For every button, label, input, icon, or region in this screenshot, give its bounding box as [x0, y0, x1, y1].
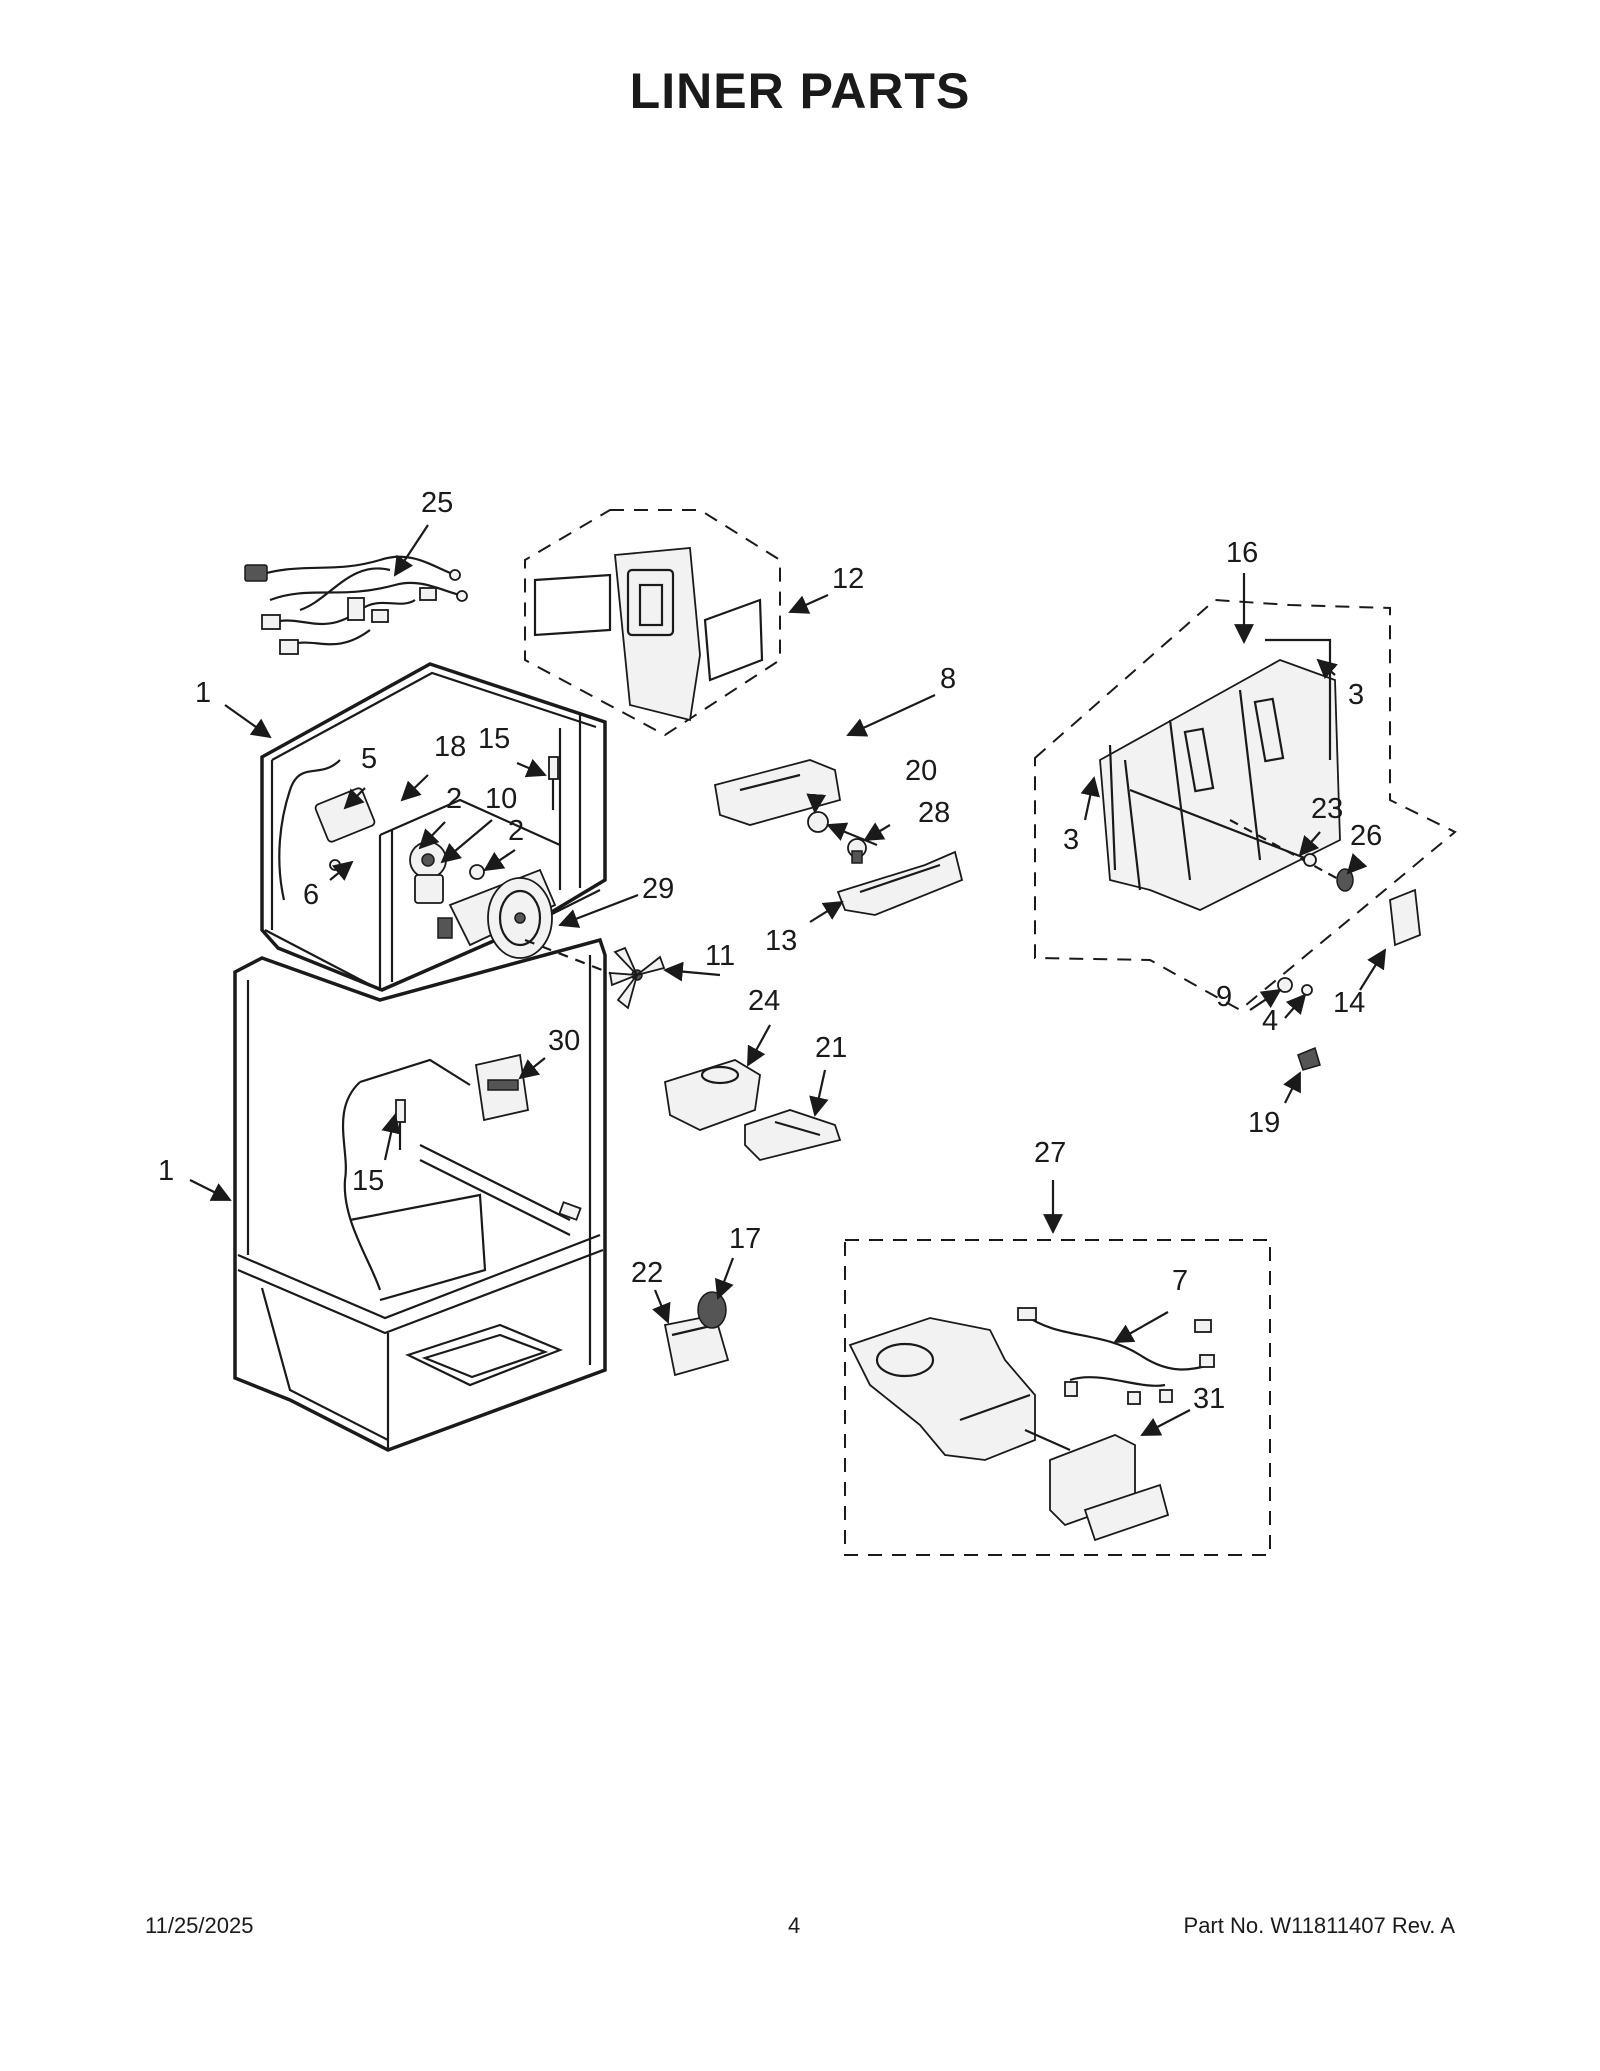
callout-4: 4	[1262, 1005, 1278, 1037]
fresh-food-liner-drawing	[233, 937, 607, 1452]
lamp-socket-drawing	[807, 811, 867, 864]
callout-20: 20	[905, 755, 937, 787]
kit-boundary-12	[524, 509, 781, 737]
control-housing-drawing	[533, 547, 764, 722]
callout-27: 27	[1034, 1137, 1066, 1169]
bracket-21-drawing	[744, 1109, 842, 1161]
callout-5: 5	[361, 743, 377, 775]
callout-14: 14	[1333, 987, 1365, 1019]
callout-24: 24	[748, 985, 780, 1017]
rear-panel-drawing	[1099, 638, 1421, 1071]
callout-15-upper: 15	[478, 723, 510, 755]
callout-15-lower: 15	[352, 1165, 384, 1197]
callout-31: 31	[1193, 1383, 1225, 1415]
callout-28: 28	[918, 797, 950, 829]
callout-10: 10	[485, 783, 517, 815]
footer-part-number: Part No. W11811407 Rev. A	[1183, 1913, 1455, 1938]
callout-12: 12	[832, 563, 864, 595]
callout-9: 9	[1216, 981, 1232, 1013]
shelf-lens-drawing	[836, 850, 964, 916]
callout-2-lower: 2	[508, 815, 524, 847]
callout-17: 17	[729, 1223, 761, 1255]
callout-26: 26	[1350, 820, 1382, 852]
callout-21: 21	[815, 1032, 847, 1064]
callout-2-upper: 2	[446, 783, 462, 815]
vent-cover-drawing	[474, 1053, 530, 1122]
callout-11: 11	[705, 940, 735, 972]
kit-boundary-27	[844, 1239, 1271, 1556]
callout-1-upper: 1	[195, 677, 211, 709]
callout-labels: 25 12 8 16 3 3 1 5 18 15 2 10 2 6 29 20 …	[158, 487, 1382, 1415]
fan-blade-drawing	[608, 946, 666, 1010]
knobs-drawing	[663, 1291, 730, 1377]
wire-harness-drawing	[244, 555, 468, 655]
callout-23: 23	[1311, 793, 1343, 825]
fan-shroud-drawing	[448, 868, 616, 977]
freezer-liner-drawing	[260, 662, 607, 992]
callout-1-lower: 1	[158, 1155, 174, 1187]
callout-29: 29	[642, 873, 674, 905]
callout-16: 16	[1226, 537, 1258, 569]
callout-6: 6	[303, 879, 319, 911]
light-lens-drawing	[713, 759, 842, 826]
leader-lines	[189, 524, 1387, 1436]
bracket-24-drawing	[663, 1059, 761, 1131]
callout-3-upper: 3	[1348, 679, 1364, 711]
thermistor-drawing	[395, 756, 559, 1150]
footer-date: 11/25/2025	[145, 1913, 254, 1938]
callout-8: 8	[940, 663, 956, 695]
callout-22: 22	[631, 1257, 663, 1289]
callout-19: 19	[1248, 1107, 1280, 1139]
callout-25: 25	[421, 487, 453, 519]
footer-page-number: 4	[788, 1913, 801, 1938]
page-title: LINER PARTS	[629, 63, 971, 119]
callout-7: 7	[1172, 1265, 1188, 1297]
callout-30: 30	[548, 1025, 580, 1057]
callout-13: 13	[765, 925, 797, 957]
kit-boundary-16	[1034, 598, 1457, 1012]
fan-motor-drawing	[314, 787, 485, 939]
ice-maker-drawing	[848, 1307, 1215, 1542]
callout-3-lower: 3	[1063, 824, 1079, 856]
callout-18: 18	[434, 731, 466, 763]
